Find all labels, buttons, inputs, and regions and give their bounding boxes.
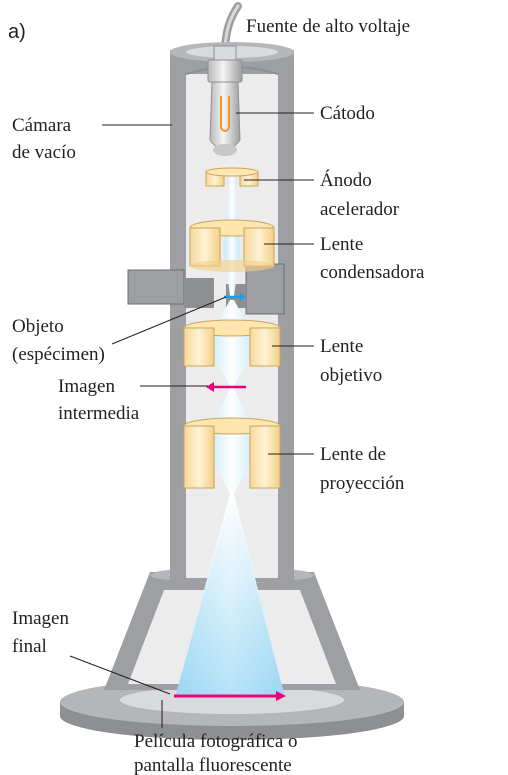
projection-lens [183, 417, 281, 489]
specimen-stage [127, 263, 285, 315]
label-intermedia: Imagen [58, 376, 115, 397]
label-proyeccion: Lente de [320, 444, 386, 465]
label-pelicula: Película fotográfica o [134, 731, 298, 752]
label-condensadora: Lente [320, 234, 363, 255]
filament [220, 96, 230, 132]
panel-tag: a) [8, 21, 26, 43]
label-final: Imagen [12, 608, 69, 629]
label-intermedia-2: intermedia [58, 403, 140, 424]
label-objetivo-2: objetivo [320, 365, 382, 386]
accelerating-anode [205, 167, 259, 187]
label-fuente: Fuente de alto voltaje [246, 16, 410, 37]
label-condensadora-2: condensadora [320, 262, 425, 283]
label-camara: Cámara [12, 115, 72, 136]
label-final-2: final [12, 636, 47, 657]
label-pelicula-2: pantalla fluorescente [134, 755, 292, 775]
leader-lines [69, 112, 314, 728]
label-catodo: Cátodo [320, 103, 375, 124]
label-anodo-2: acelerador [320, 199, 400, 220]
label-anodo: Ánodo [320, 169, 372, 191]
condenser-lens [189, 219, 275, 272]
objective-lens [183, 319, 281, 367]
cathode [207, 45, 243, 156]
label-objeto-2: (espécimen) [12, 344, 105, 365]
label-proyeccion-2: proyección [320, 473, 405, 494]
label-objeto: Objeto [12, 316, 64, 337]
label-objetivo: Lente [320, 336, 363, 357]
label-camara-2: de vacío [12, 142, 76, 163]
